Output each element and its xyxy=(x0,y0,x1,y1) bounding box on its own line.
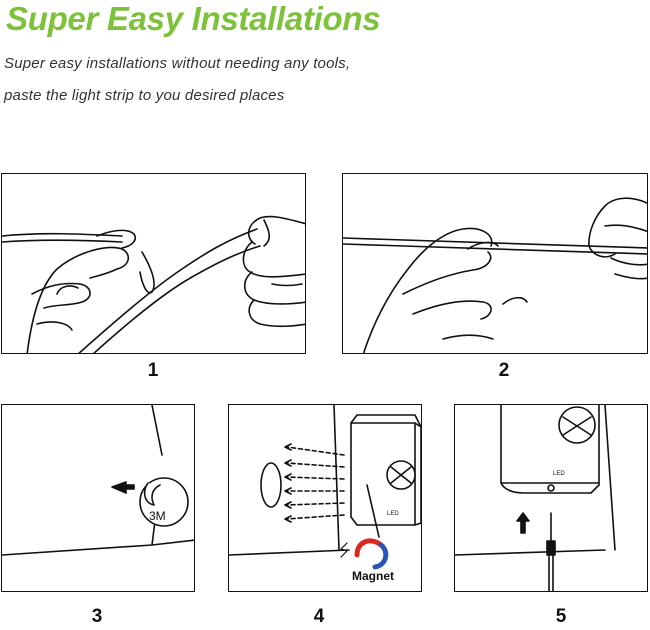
step-5-illustration: LED xyxy=(454,404,648,592)
magnet-label: Magnet xyxy=(352,569,394,583)
step-1-number: 1 xyxy=(147,360,159,381)
step-1-illustration xyxy=(1,173,306,354)
step-4-number: 4 xyxy=(313,606,325,627)
sensor-led-label-5: LED xyxy=(553,471,565,477)
step-2-illustration xyxy=(342,173,648,354)
subtitle-line-1: Super easy installations without needing… xyxy=(4,55,351,72)
step-3-number: 3 xyxy=(91,606,103,627)
step-5-number: 5 xyxy=(555,606,567,627)
page-title: Super Easy Installations xyxy=(6,0,381,37)
subtitle-line-2: paste the light strip to you desired pla… xyxy=(4,87,285,104)
step-2-number: 2 xyxy=(498,360,510,381)
sticker-3m-label: 3M xyxy=(149,509,166,523)
step-4-illustration: LED Magnet xyxy=(228,404,422,592)
sensor-led-label: LED xyxy=(387,511,399,517)
step-3-illustration: 3M xyxy=(1,404,195,592)
